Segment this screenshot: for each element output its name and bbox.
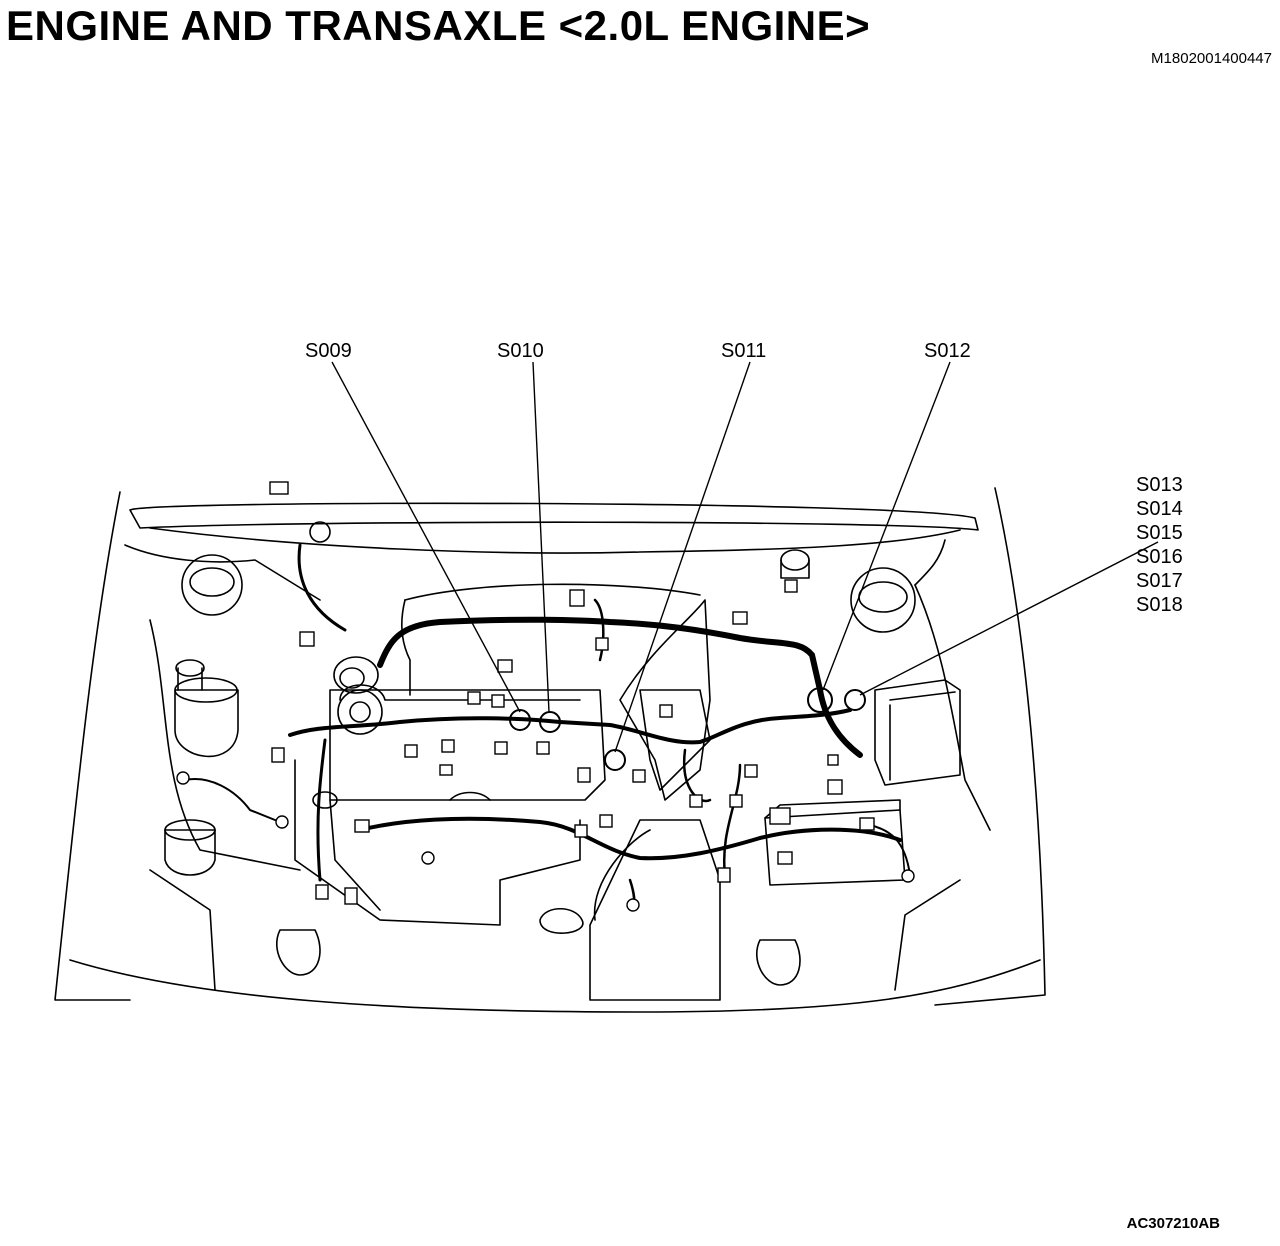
connector bbox=[689, 794, 703, 808]
splice-marker-s013-s018 bbox=[844, 689, 866, 711]
leader-line-s013-s018 bbox=[859, 541, 1159, 696]
connector bbox=[577, 767, 591, 783]
splice-marker-s010 bbox=[539, 711, 561, 733]
harness-branch-center bbox=[593, 598, 742, 912]
connector bbox=[269, 481, 289, 495]
label-s016: S016 bbox=[1136, 546, 1183, 568]
connector bbox=[344, 887, 358, 905]
connector bbox=[827, 754, 839, 766]
connector bbox=[784, 579, 798, 593]
connector bbox=[859, 817, 875, 831]
ground-terminal bbox=[275, 815, 289, 829]
document-id: M1802001400447 bbox=[1151, 50, 1272, 67]
connector bbox=[354, 819, 370, 833]
label-s011: S011 bbox=[721, 340, 766, 362]
connector bbox=[441, 739, 455, 753]
connector bbox=[299, 631, 315, 647]
lower-front-panel-right bbox=[894, 879, 961, 991]
connector bbox=[717, 867, 731, 883]
figure-id: AC307210AB bbox=[1126, 1215, 1220, 1232]
connector bbox=[404, 744, 418, 758]
ground-terminal bbox=[901, 869, 915, 883]
connector bbox=[599, 814, 613, 828]
connector bbox=[659, 704, 673, 718]
ground-terminal bbox=[176, 771, 190, 785]
label-s009: S009 bbox=[305, 340, 352, 362]
left-headlamp bbox=[275, 929, 321, 976]
connector bbox=[491, 694, 505, 708]
label-s012: S012 bbox=[924, 340, 971, 362]
connector bbox=[769, 807, 791, 825]
label-s013: S013 bbox=[1136, 474, 1183, 496]
coolant-reservoir bbox=[174, 689, 239, 758]
label-s014: S014 bbox=[1136, 498, 1183, 520]
main-harness-upper bbox=[377, 616, 863, 758]
radiator-cap bbox=[539, 907, 584, 934]
connector bbox=[536, 741, 550, 755]
cowl-lower-edge bbox=[149, 527, 961, 554]
ground-terminal bbox=[626, 898, 640, 912]
connector bbox=[732, 611, 748, 625]
label-s017: S017 bbox=[1136, 570, 1183, 592]
label-s018: S018 bbox=[1136, 594, 1183, 616]
connector bbox=[315, 884, 329, 900]
engine-lower-block bbox=[294, 759, 581, 926]
right-headlamp bbox=[755, 939, 801, 986]
lower-front-panel bbox=[149, 869, 216, 991]
page-title: ENGINE AND TRANSAXLE <2.0L ENGINE> bbox=[6, 2, 871, 49]
ground-cable-left bbox=[184, 778, 281, 823]
ground-cable-right bbox=[869, 824, 911, 876]
connector bbox=[569, 589, 585, 607]
leader-line-s009 bbox=[331, 361, 521, 713]
splice-marker-s011 bbox=[604, 749, 626, 771]
battery-box bbox=[874, 679, 961, 786]
right-fender-outline bbox=[934, 487, 1046, 1006]
connector bbox=[744, 764, 758, 778]
left-fender-outline bbox=[54, 491, 131, 1001]
left-strut-mount bbox=[181, 554, 243, 616]
transaxle-case bbox=[589, 819, 721, 1001]
connectors bbox=[269, 481, 875, 905]
leader-line-s010 bbox=[532, 361, 550, 713]
connector bbox=[595, 637, 609, 651]
front-bumper-outline bbox=[69, 959, 1041, 1013]
connector bbox=[467, 691, 481, 705]
left-harness-branch bbox=[297, 543, 347, 882]
label-s015: S015 bbox=[1136, 522, 1183, 544]
lower-harness bbox=[358, 816, 902, 861]
right-shock-tower bbox=[914, 584, 991, 831]
valve-cover bbox=[339, 684, 581, 701]
washer-reservoir bbox=[164, 829, 216, 876]
connector bbox=[439, 764, 453, 776]
left-inner-fender bbox=[124, 544, 321, 601]
intake-manifold bbox=[329, 689, 606, 801]
label-s010: S010 bbox=[497, 340, 544, 362]
ground-terminal bbox=[421, 851, 435, 865]
main-harness-engine bbox=[288, 708, 852, 745]
right-inner-fender bbox=[914, 539, 946, 586]
left-shock-tower bbox=[149, 619, 301, 871]
connector bbox=[497, 659, 513, 673]
connector bbox=[494, 741, 508, 755]
connector bbox=[632, 769, 646, 783]
cowl-panel bbox=[129, 502, 979, 531]
splice-marker-s009 bbox=[509, 709, 531, 731]
air-intake-duct bbox=[400, 599, 411, 696]
connector bbox=[777, 851, 793, 865]
connector bbox=[729, 794, 743, 808]
connector bbox=[574, 824, 588, 838]
leader-line-s011 bbox=[614, 361, 751, 753]
connector bbox=[827, 779, 843, 795]
right-strut-mount bbox=[850, 567, 916, 633]
splice-marker-s012 bbox=[807, 687, 833, 713]
leader-line-s012 bbox=[822, 361, 951, 691]
connector bbox=[271, 747, 285, 763]
